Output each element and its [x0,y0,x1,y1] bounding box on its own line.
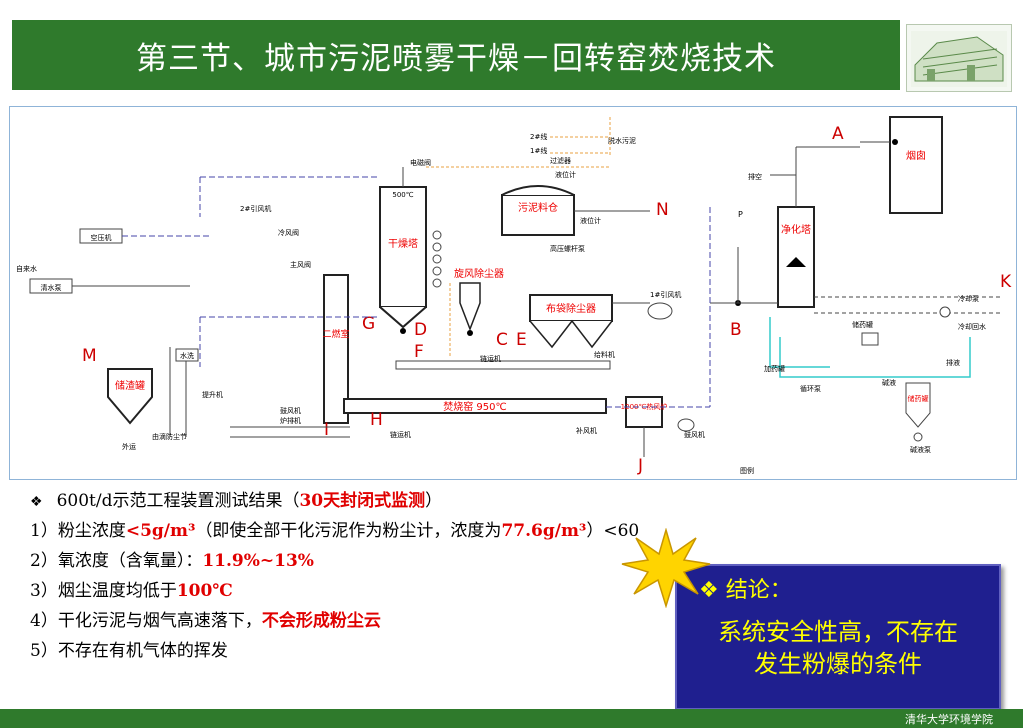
label-d: D [414,320,427,340]
alkali-pump-label: 碱液泵 [910,445,931,454]
item-1-red: <5g/m³ [125,521,196,541]
label-i: I [324,420,329,440]
store2-label: 储药罐 [908,394,929,403]
supp-fan-label: 补风机 [576,426,597,435]
results-heading: ❖ 600t/d示范工程装置测试结果（30天封闭式监测） [30,486,850,516]
item-1-pre: 1）粉尘浓度 [30,521,126,541]
purify-tower-label: 净化塔 [781,223,811,236]
dry-tower-label: 干燥塔 [388,237,418,250]
tap-water-label: 自来水 [16,264,37,273]
bag-filter-label: 布袋除尘器 [546,302,596,315]
label-n: N [656,200,669,220]
p-symbol-b: P [738,210,743,219]
label-b: B [730,320,742,340]
footer-bar: 清华大学环境学院 [0,709,1023,728]
label-k: K [1000,272,1012,292]
line1-label: 1#线 [530,146,547,155]
chain2-label: 链运机 [390,430,411,439]
dewater-sludge-label: 脱水污泥 [608,136,636,145]
footer-logo: 清华大学环境学院 [905,713,993,726]
item-2-red: 11.9%~13% [202,551,314,571]
outbound-label: 外运 [122,442,136,451]
label-j: J [637,456,643,476]
dosing-tank-label: 加药罐 [764,364,785,373]
heading-post: ） [425,491,443,511]
alkali-label: 碱液 [882,378,896,387]
item-2-pre: 2）氧浓度（含氧量）： [30,551,203,571]
conclusion-heading: ❖ 结论： [699,578,792,603]
main-valve-label: 主风阀 [290,260,311,269]
item-3-red: 100℃ [176,581,233,601]
filter-label: 过滤器 [550,156,571,165]
dust-joint-label: 由滴防尘节 [152,432,187,441]
result-item-5: 5）不存在有机气体的挥发 [30,636,850,666]
label-m: M [82,346,97,366]
drain-label: 排液 [946,358,960,367]
item-1-red2: 77.6g/m³ [501,521,587,541]
chain-conveyor-label: 链运机 [480,354,501,363]
slag-tank-label: 储渣罐 [115,379,145,392]
secondary-chamber-label: 二燃室 [322,328,349,340]
label-g: G [362,314,375,334]
circ-pump-label: 循环泵 [800,384,821,393]
hp-pump-label: 高压螺杆泵 [550,244,585,253]
result-item-2: 2）氧浓度（含氧量）：11.9%~13% [30,546,850,576]
cold-air-valve-label: 冷风阀 [278,228,299,237]
label-f: F [414,342,424,362]
conclusion-line-1: 系统安全性高，不存在 [718,618,958,646]
valve-label: 电磁阀 [410,158,431,167]
pump-label: 清水泵 [41,283,62,292]
storage-label: 储药罐 [852,320,873,329]
result-item-3: 3）烟尘温度均低于100℃ [30,576,850,606]
process-flow-diagram: 烟囱 A 净化塔 排空 K 冷却泵 冷却回水 储药罐 加药罐 循环泵 排液 碱液… [9,106,1017,480]
item-4-pre: 4）干化污泥与烟气高速落下， [30,611,262,631]
sludge-bin-label: 污泥料仓 [518,201,558,214]
cooling-pump-label: 冷却泵 [958,294,979,303]
blower2-label: 鼓风机 [684,430,705,439]
temp-500-label: 500℃ [392,191,413,199]
label-c: C [496,330,508,350]
building-logo-image [906,24,1012,92]
furnace-fan-label: 炉排机 [280,416,301,425]
conclusion-line-2: 发生粉爆的条件 [754,650,922,678]
lift-label: 提升机 [202,390,223,399]
test-results: ❖ 600t/d示范工程装置测试结果（30天封闭式监测） 1）粉尘浓度<5g/m³… [30,486,850,666]
diamond-bullet-icon: ❖ [30,494,43,510]
fan1-label: 1#引风机 [650,290,681,299]
heading-red: 30天封闭式监测 [299,491,426,511]
page-title: 第三节、城市污泥喷雾干燥－回转窑焚烧技术 [12,20,900,90]
conclusion-body: 系统安全性高，不存在 发生粉爆的条件 [677,616,999,680]
starburst-icon [621,528,711,608]
blower-label: 鼓风机 [280,406,301,415]
item-5-pre: 5）不存在有机气体的挥发 [30,641,228,661]
level-label: 液位计 [555,170,576,179]
air-compressor-label: 空压机 [91,233,112,242]
item-4-red: 不会形成粉尘云 [261,611,381,631]
label-a: A [832,124,844,144]
conclusion-box: ❖ 结论： 系统安全性高，不存在 发生粉爆的条件 [675,564,1001,710]
level2-label: 液位计 [580,216,601,225]
chimney-label: 烟囱 [906,149,926,162]
water-tank-label: 水洗 [180,351,194,360]
heading-pre: 600t/d示范工程装置测试结果（ [56,491,300,511]
label-h: H [370,410,383,430]
feeder-label: 给料机 [594,350,615,359]
line2-label: 2#线 [530,132,547,141]
legend-label: 图例 [740,466,754,475]
cyclone-label: 旋风除尘器 [454,267,504,280]
cooling-return-label: 冷却回水 [958,322,986,331]
item-3-pre: 3）烟尘温度均低于 [30,581,177,601]
item-1-post2: ）<60 [586,521,640,541]
exhaust-label: 排空 [748,172,762,181]
item-1-post: （即使全部干化污泥作为粉尘计，浓度为 [195,521,502,541]
fan2-label: 2#引风机 [240,204,271,213]
result-item-4: 4）干化污泥与烟气高速落下，不会形成粉尘云 [30,606,850,636]
kiln-label: 焚烧窑 950℃ [443,400,507,413]
result-item-1: 1）粉尘浓度<5g/m³（即使全部干化污泥作为粉尘计，浓度为77.6g/m³）<… [30,516,850,546]
label-e: E [516,330,527,350]
